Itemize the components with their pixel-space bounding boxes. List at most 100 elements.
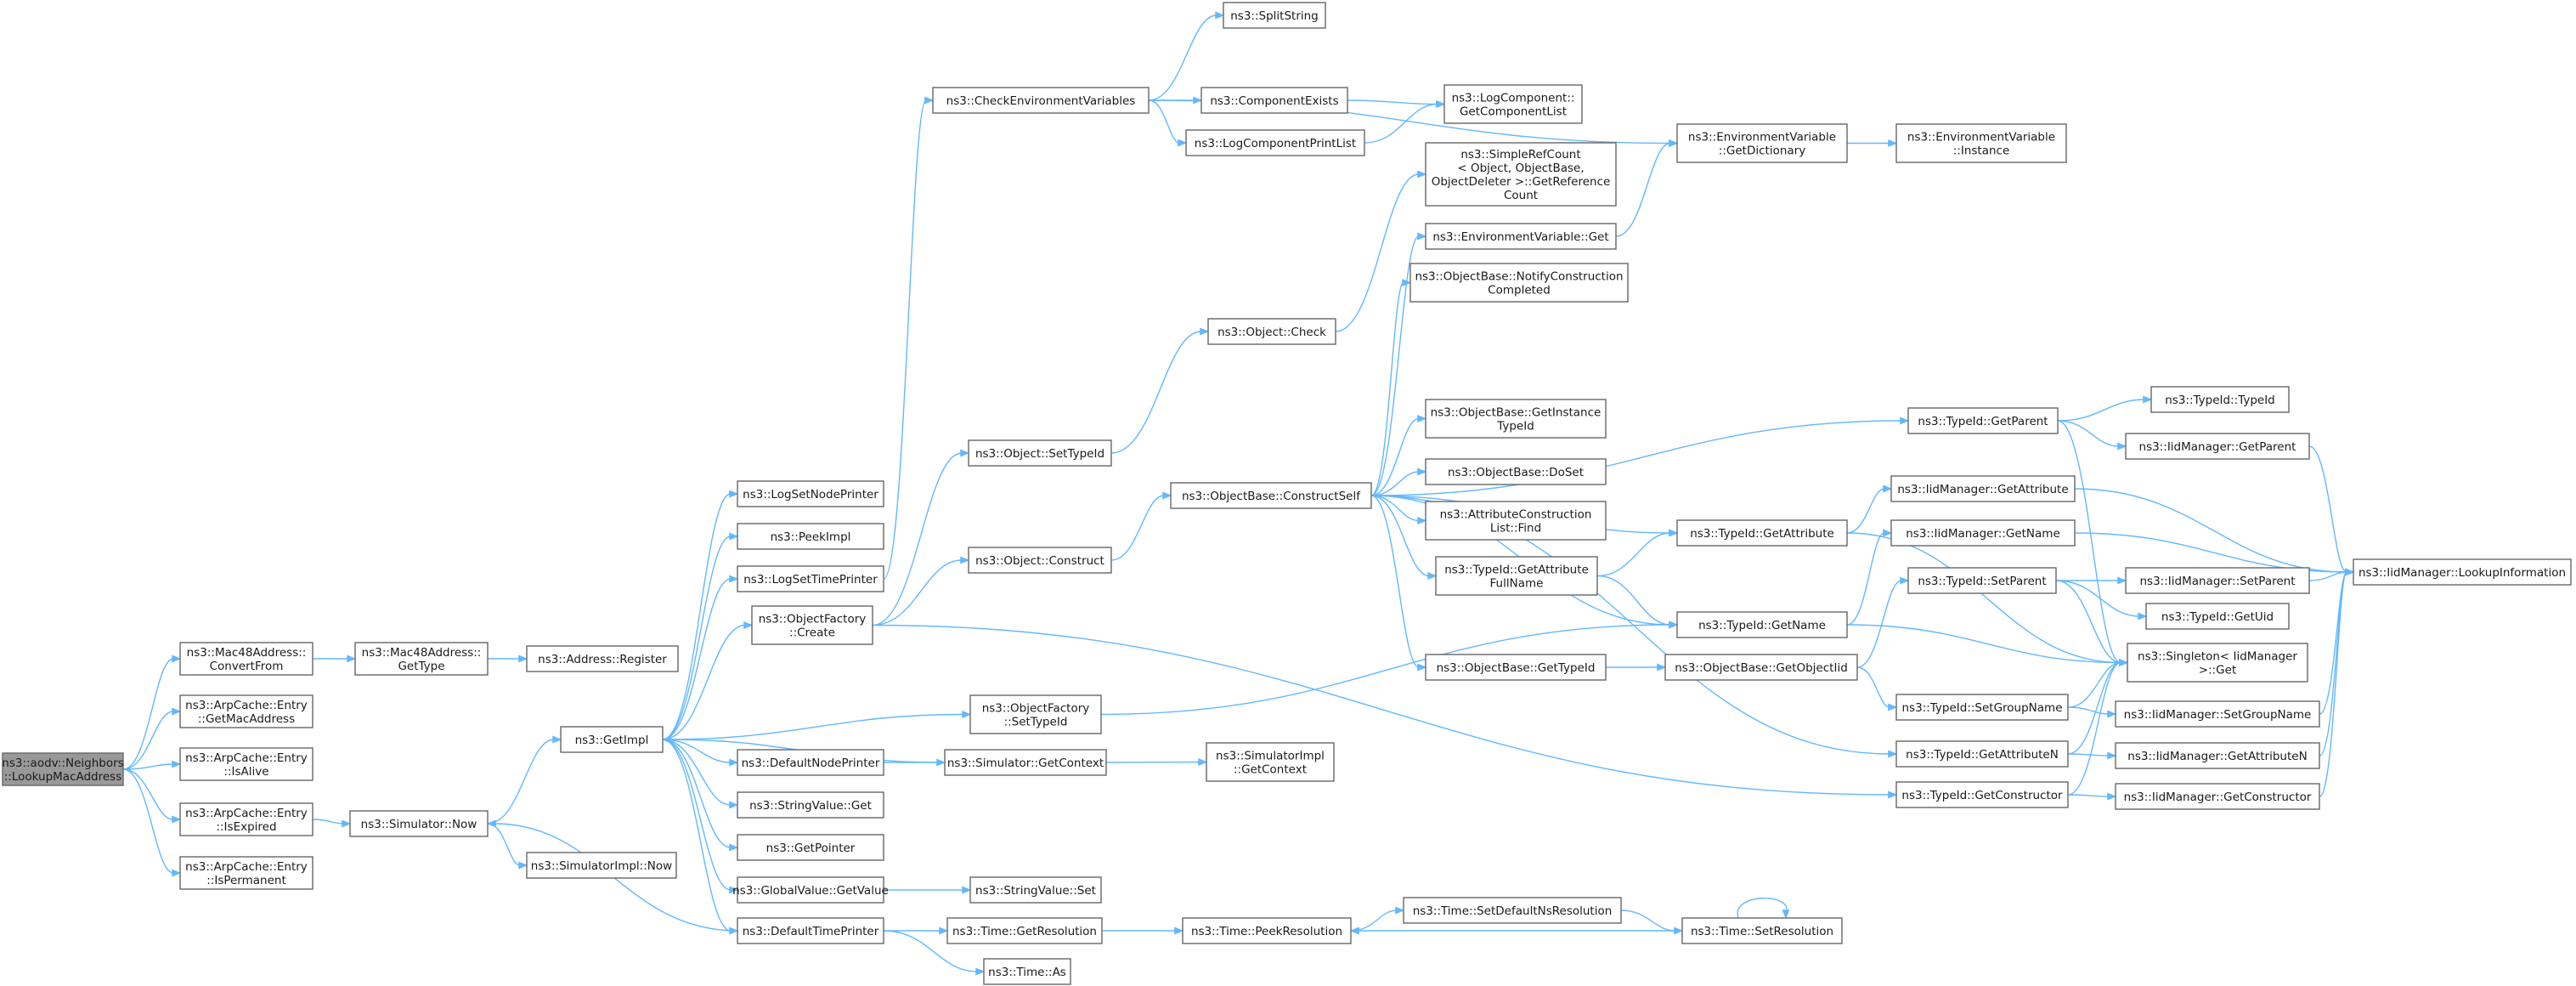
node-notifyc[interactable]: ns3::ObjectBase::NotifyConstructionCompl… (1409, 263, 1629, 303)
node-setdefns[interactable]: ns3::Time::SetDefaultNsResolution (1403, 897, 1622, 924)
node-tidgetctor[interactable]: ns3::TypeId::GetConstructor (1895, 781, 2069, 808)
node-simplerc[interactable]: ns3::SimpleRefCount< Object, ObjectBase,… (1425, 142, 1617, 207)
node-alive[interactable]: ns3::ArpCache::Entry::IsAlive (179, 747, 314, 781)
node-tidgetparent[interactable]: ns3::TypeId::GetParent (1907, 407, 2059, 434)
node-expired[interactable]: ns3::ArpCache::Entry::IsExpired (179, 802, 314, 836)
node-strget[interactable]: ns3::StringValue::Get (737, 791, 884, 819)
node-splitstr[interactable]: ns3::SplitString (1223, 2, 1326, 29)
node-iidgetname[interactable]: ns3::IidManager::GetName (1890, 519, 2076, 547)
node-logsettime[interactable]: ns3::LogSetTimePrinter (737, 565, 884, 592)
edge-arrowhead (2138, 612, 2148, 620)
node-label: ns3::ObjectBase::NotifyConstruction (1415, 270, 1623, 284)
node-simimplctx[interactable]: ns3::SimulatorImpl::GetContext (1206, 742, 1335, 782)
node-box (1676, 123, 1848, 163)
node-ofsettid[interactable]: ns3::ObjectFactory::SetTypeId (969, 694, 1102, 734)
node-peekimpl[interactable]: ns3::PeekImpl (737, 523, 884, 550)
node-box (1890, 475, 2076, 502)
node-iidgetattr[interactable]: ns3::IidManager::GetAttribute (1890, 475, 2076, 502)
node-singleton[interactable]: ns3::Singleton< IidManager>::Get (2127, 643, 2308, 683)
node-tidtypeid[interactable]: ns3::TypeId::TypeId (2150, 386, 2290, 413)
node-gvget[interactable]: ns3::GlobalValue::GetValue (732, 876, 889, 904)
node-root[interactable]: ns3::aodv::Neighbors::LookupMacAddress (2, 752, 124, 786)
edge-arrowhead (1888, 790, 1898, 799)
edge-arrowhead (552, 735, 562, 744)
edge-line (1737, 898, 1788, 919)
node-m48type[interactable]: ns3::Mac48Address::GetType (354, 642, 489, 676)
node-iidgetctor[interactable]: ns3::IidManager::GetConstructor (2115, 783, 2320, 810)
node-objsettid[interactable]: ns3::Object::SetTypeId (968, 439, 1112, 467)
node-cself[interactable]: ns3::ObjectBase::ConstructSelf (1170, 482, 1372, 509)
edge-arrowhead (1417, 232, 1427, 241)
edge-getimpl-to-defnode (662, 739, 739, 767)
edge-arrowhead (1402, 279, 1412, 286)
node-peekres[interactable]: ns3::Time::PeekResolution (1182, 917, 1352, 944)
edge-arrowhead (924, 96, 935, 105)
edge-line (122, 711, 174, 770)
edge-arrowhead (1669, 139, 1679, 147)
node-objcheck[interactable]: ns3::Object::Check (1207, 318, 1336, 345)
node-compexists[interactable]: ns3::ComponentExists (1200, 87, 1348, 114)
node-logcompget[interactable]: ns3::LogComponent::GetComponentList (1443, 84, 1583, 124)
node-conv[interactable]: ns3::Mac48Address::ConvertFrom (179, 642, 314, 676)
edge-simgetctx-to-simimplctx (1105, 758, 1208, 766)
node-label: ns3::TypeId::GetAttribute (1690, 527, 1834, 541)
node-box (737, 791, 884, 819)
node-tidsetparent[interactable]: ns3::TypeId::SetParent (1907, 567, 2057, 594)
node-box (1425, 654, 1607, 681)
edge-tidgetname-to-singleton (1846, 624, 2129, 666)
edge-arrowhead (2119, 659, 2129, 666)
edge-arrowhead (1417, 517, 1427, 524)
node-tidgetname[interactable]: ns3::TypeId::GetName (1676, 611, 1848, 638)
node-simnow[interactable]: ns3::Simulator::Now (349, 810, 489, 837)
node-tidgetattr[interactable]: ns3::TypeId::GetAttribute (1676, 519, 1848, 547)
node-tidgetattrn[interactable]: ns3::TypeId::GetAttributeN (1895, 740, 2069, 768)
node-obgettid[interactable]: ns3::ObjectBase::GetTypeId (1425, 654, 1607, 681)
node-box (2115, 742, 2320, 769)
node-box (179, 694, 314, 728)
node-box (1170, 482, 1372, 509)
node-simimplnow[interactable]: ns3::SimulatorImpl::Now (526, 852, 677, 879)
edge-arrowhead (1883, 484, 1893, 493)
node-simgetctx[interactable]: ns3::Simulator::GetContext (944, 749, 1107, 776)
node-checkenv[interactable]: ns3::CheckEnvironmentVariables (932, 87, 1150, 114)
node-iidgetattrn[interactable]: ns3::IidManager::GetAttributeN (2115, 742, 2320, 769)
node-setres[interactable]: ns3::Time::SetResolution (1681, 917, 1843, 944)
node-iidsetgroup[interactable]: ns3::IidManager::SetGroupName (2115, 700, 2320, 728)
node-strset[interactable]: ns3::StringValue::Set (969, 876, 1102, 904)
edge-root-to-conv (122, 654, 182, 770)
node-envgetdict[interactable]: ns3::EnvironmentVariable::GetDictionary (1676, 123, 1848, 163)
node-getmac[interactable]: ns3::ArpCache::Entry::GetMacAddress (179, 694, 314, 728)
node-envget[interactable]: ns3::EnvironmentVariable::Get (1425, 223, 1617, 250)
node-tidsetgroup[interactable]: ns3::TypeId::SetGroupName (1895, 694, 2069, 721)
node-defnode[interactable]: ns3::DefaultNodePrinter (737, 749, 884, 776)
node-logsetnode[interactable]: ns3::LogSetNodePrinter (737, 480, 884, 507)
node-timegetres[interactable]: ns3::Time::GetResolution (946, 917, 1103, 944)
node-tidgetuid[interactable]: ns3::TypeId::GetUid (2145, 603, 2290, 630)
node-iidgetparent[interactable]: ns3::IidManager::GetParent (2125, 433, 2310, 460)
node-logcomplist[interactable]: ns3::LogComponentPrintList (1185, 129, 1365, 156)
node-ofcreate[interactable]: ns3::ObjectFactory::Create (751, 605, 873, 645)
node-addrreg[interactable]: ns3::Address::Register (526, 645, 679, 672)
node-envinst[interactable]: ns3::EnvironmentVariable::Instance (1895, 123, 2067, 163)
node-label: ns3::IidManager::LookupInformation (2359, 566, 2566, 580)
edge-arrowhead (1657, 663, 1667, 672)
edge-arrowhead (347, 654, 357, 663)
node-deftime[interactable]: ns3::DefaultTimePrinter (737, 917, 884, 944)
node-objconstruct[interactable]: ns3::Object::Construct (968, 547, 1112, 574)
node-iidlookup[interactable]: ns3::IidManager::LookupInformation (2353, 558, 2572, 586)
edge-line (1100, 624, 1671, 716)
node-timeas[interactable]: ns3::Time::As (983, 958, 1071, 985)
node-getimpl[interactable]: ns3::GetImpl (560, 726, 664, 753)
edge-line (872, 559, 963, 626)
node-iidsetparent[interactable]: ns3::IidManager::SetParent (2125, 567, 2310, 594)
node-doset[interactable]: ns3::ObjectBase::DoSet (1425, 458, 1607, 485)
node-getptr[interactable]: ns3::GetPointer (737, 834, 884, 861)
node-obgetoid[interactable]: ns3::ObjectBase::GetObjectIid (1664, 654, 1858, 681)
edge-obgetoid-to-tidsetparent (1856, 576, 1910, 668)
node-box (179, 802, 314, 836)
node-perm[interactable]: ns3::ArpCache::Entry::IsPermanent (179, 856, 314, 890)
